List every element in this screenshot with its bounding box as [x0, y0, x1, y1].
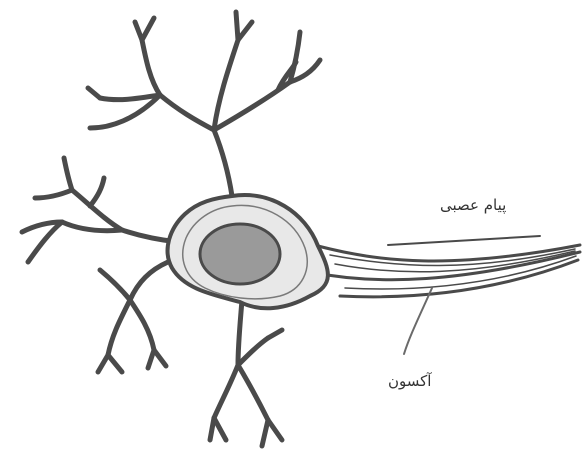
- lower-dendrite: [210, 300, 282, 446]
- upper-dendrite: [88, 12, 320, 196]
- axon-label: آکسون: [388, 372, 431, 390]
- nerve-signal-arrow: [388, 236, 540, 245]
- nerve-message-label: پیام عصبی: [440, 196, 506, 214]
- axon-pointer: [404, 288, 432, 354]
- axon: [310, 245, 580, 297]
- lower-left-dendrite: [98, 262, 168, 372]
- left-dendrite: [22, 158, 178, 262]
- nucleus: [200, 224, 280, 284]
- cell-body: [168, 195, 328, 308]
